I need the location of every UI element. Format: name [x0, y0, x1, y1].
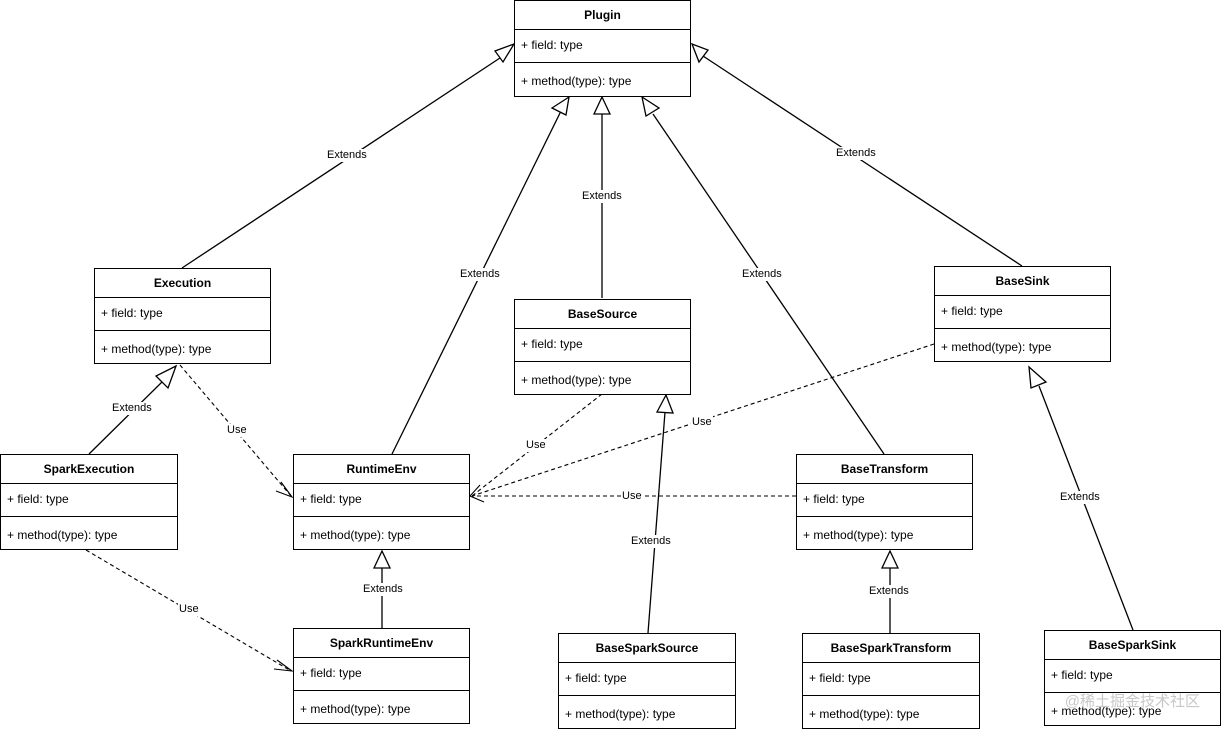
- class-base-source[interactable]: BaseSource + field: type + method(type):…: [514, 299, 691, 395]
- label-use-execution: Use: [226, 424, 248, 437]
- label-extends-sparktransform: Extends: [868, 585, 910, 598]
- label-extends-basesource: Extends: [581, 190, 623, 203]
- class-field: + field: type: [935, 296, 1110, 329]
- class-field: + field: type: [797, 484, 972, 517]
- label-extends-execution: Extends: [326, 149, 368, 162]
- class-spark-runtime-env[interactable]: SparkRuntimeEnv + field: type + method(t…: [293, 628, 470, 724]
- open-arrowhead-runtimeenv-left: [275, 481, 294, 499]
- class-method: + method(type): type: [1051, 704, 1162, 718]
- label-use-basesink: Use: [691, 416, 713, 429]
- class-method: + method(type): type: [7, 528, 118, 542]
- class-name: BaseSparkSource: [559, 634, 735, 663]
- label-extends-sparkruntime: Extends: [362, 583, 404, 596]
- arrowhead-sparkruntime-runtimeenv: [372, 549, 392, 569]
- label-extends-runtimeenv: Extends: [459, 268, 501, 281]
- class-name: SparkRuntimeEnv: [294, 629, 469, 658]
- class-name: RuntimeEnv: [294, 455, 469, 484]
- class-base-sink[interactable]: BaseSink + field: type + method(type): t…: [934, 266, 1111, 362]
- arrowhead-execution-plugin: [493, 42, 516, 64]
- class-field: + field: type: [803, 663, 979, 696]
- arrowhead-sparksource-basesource: [655, 393, 674, 414]
- class-field: + field: type: [1045, 660, 1220, 693]
- class-field: + field: type: [515, 329, 690, 362]
- arrowhead-basetransform-plugin: [641, 95, 661, 118]
- edge-sparkexecution-execution: [88, 381, 163, 455]
- class-name: Plugin: [515, 1, 690, 30]
- class-method: + method(type): type: [300, 702, 411, 716]
- label-extends-basetransform: Extends: [741, 268, 783, 281]
- edge-basetransform-plugin: [652, 113, 885, 455]
- class-base-transform[interactable]: BaseTransform + field: type + method(typ…: [796, 454, 973, 550]
- label-extends-basesink: Extends: [835, 147, 877, 160]
- arrowhead-sparkexecution-execution: [154, 364, 178, 390]
- class-field: + field: type: [515, 30, 690, 63]
- class-name: SparkExecution: [1, 455, 177, 484]
- label-use-basesource: Use: [525, 439, 547, 452]
- watermark: @稀土掘金技术社区: [1064, 693, 1200, 710]
- edge-runtimeenv-plugin: [391, 110, 562, 455]
- class-field: + field: type: [294, 484, 469, 517]
- class-method: + method(type): type: [521, 373, 632, 387]
- open-arrowhead-runtimeenv-right: [469, 484, 485, 503]
- class-name: BaseTransform: [797, 455, 972, 484]
- label-extends-sparkexecution: Extends: [111, 402, 153, 415]
- class-name: BaseSparkTransform: [803, 634, 979, 663]
- class-field: + field: type: [95, 298, 270, 331]
- edge-basesink-plugin: [702, 55, 1023, 267]
- label-use-basetransform: Use: [621, 490, 643, 503]
- class-execution[interactable]: Execution + field: type + method(type): …: [94, 268, 271, 364]
- class-name: BaseSource: [515, 300, 690, 329]
- edge-sparksource-basesource: [647, 411, 666, 634]
- class-method: + method(type): type: [565, 707, 676, 721]
- class-runtime-env[interactable]: RuntimeEnv + field: type + method(type):…: [293, 454, 470, 550]
- class-method: + method(type): type: [300, 528, 411, 542]
- edge-sparksink-basesink: [1038, 385, 1134, 631]
- class-method: + method(type): type: [803, 528, 914, 542]
- class-method: + method(type): type: [521, 74, 632, 88]
- class-field: + field: type: [1, 484, 177, 517]
- class-base-spark-transform[interactable]: BaseSparkTransform + field: type + metho…: [802, 633, 980, 729]
- class-name: BaseSink: [935, 267, 1110, 296]
- label-extends-sparksource: Extends: [630, 535, 672, 548]
- edge-execution-plugin: [181, 55, 504, 269]
- label-use-sparkexecution: Use: [178, 603, 200, 616]
- class-plugin[interactable]: Plugin + field: type + method(type): typ…: [514, 0, 691, 97]
- arrowhead-basesource-plugin: [592, 95, 612, 115]
- label-extends-sparksink: Extends: [1059, 491, 1101, 504]
- arrowhead-basesink-plugin: [690, 42, 710, 64]
- arrowhead-runtimeenv-plugin: [550, 95, 570, 116]
- arrowhead-sparktransform-transform: [880, 549, 900, 569]
- class-method: + method(type): type: [809, 707, 920, 721]
- class-method: + method(type): type: [101, 342, 212, 356]
- class-name: Execution: [95, 269, 270, 298]
- class-spark-execution[interactable]: SparkExecution + field: type + method(ty…: [0, 454, 178, 550]
- class-base-spark-sink[interactable]: BaseSparkSink + field: type + method(typ…: [1044, 630, 1221, 726]
- class-method: + method(type): type: [941, 340, 1052, 354]
- class-field: + field: type: [294, 658, 469, 691]
- arrowhead-sparksink-basesink: [1028, 365, 1048, 389]
- open-arrowhead-sparkruntime: [273, 659, 294, 672]
- class-field: + field: type: [559, 663, 735, 696]
- class-name: BaseSparkSink: [1045, 631, 1220, 660]
- class-base-spark-source[interactable]: BaseSparkSource + field: type + method(t…: [558, 633, 736, 729]
